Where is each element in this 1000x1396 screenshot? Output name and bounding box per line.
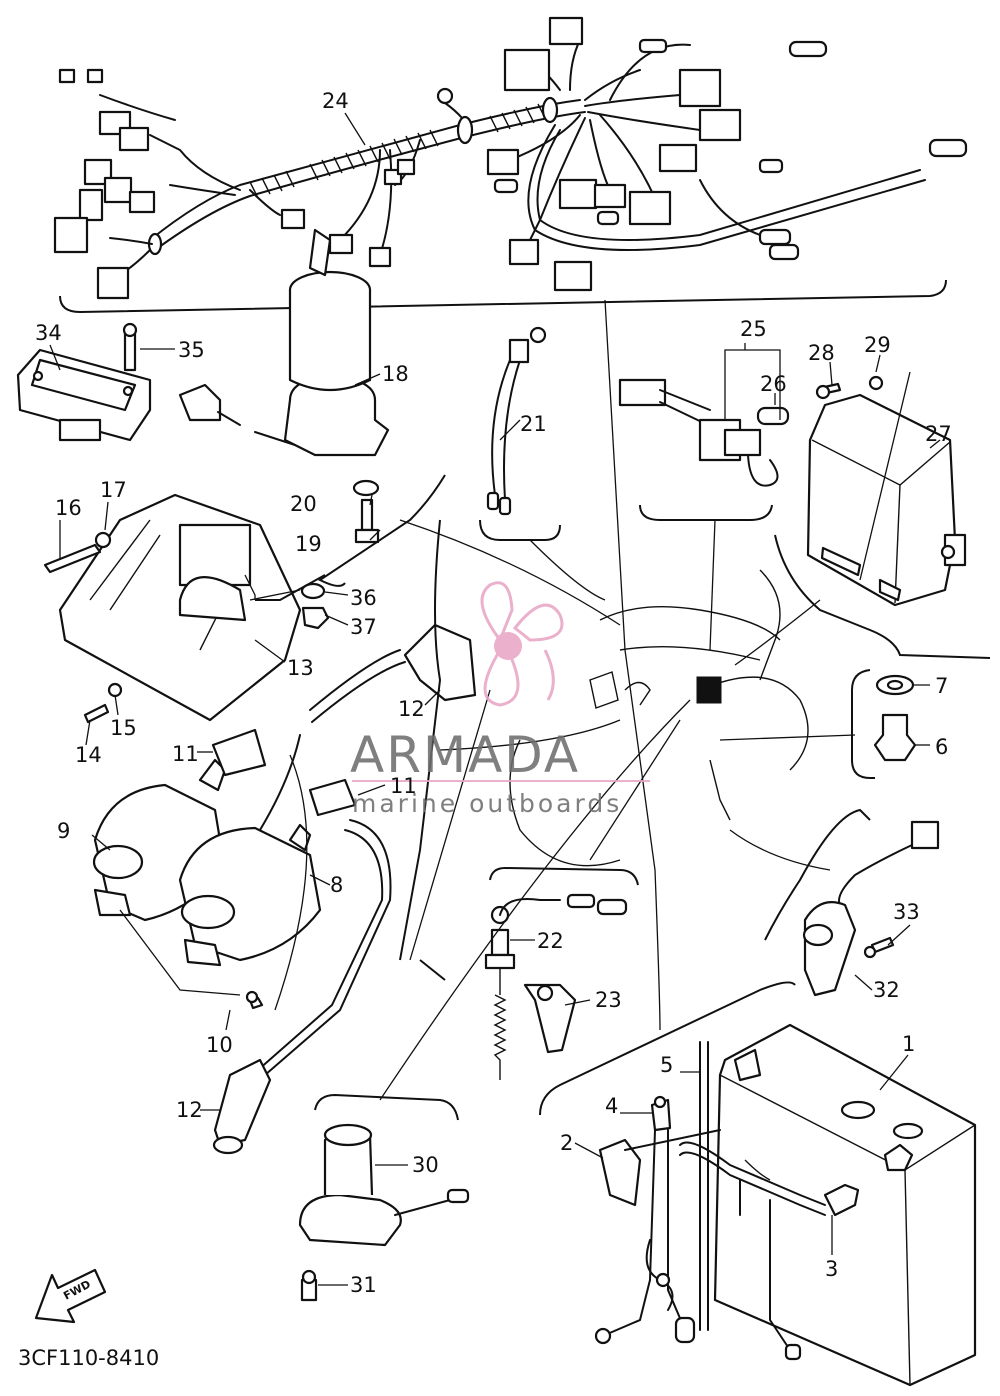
callout-14: 14 [75,743,102,767]
watermark-tagline: marine outboards [352,789,622,818]
ignitor-cover-13 [43,493,330,724]
fuse-holder-25 [618,378,790,521]
callout-1: 1 [902,1032,915,1056]
callout-20: 20 [290,492,317,516]
callout-11-left: 11 [172,742,199,766]
callout-31: 31 [350,1273,377,1297]
callout-18: 18 [382,362,409,386]
callout-3: 3 [825,1257,838,1281]
callout-37: 37 [350,615,377,639]
sender-unit-6 [851,669,917,779]
wire-harness [53,16,968,314]
callout-21: 21 [520,412,547,436]
callout-33: 33 [893,900,920,924]
callout-labels: 24 34 35 18 16 17 20 19 36 37 13 15 14 1… [35,89,952,1297]
armada-logo-icon [480,581,564,707]
callout-29: 29 [864,333,891,357]
callout-35: 35 [178,338,205,362]
junction-block [696,676,722,704]
battery-1 [539,981,977,1387]
callout-26: 26 [760,372,787,396]
callout-24: 24 [322,89,349,113]
watermark-brand: ARMADA [350,726,580,784]
callout-36: 36 [350,586,377,610]
callout-19: 19 [295,532,322,556]
callout-5: 5 [660,1053,673,1077]
brake-switch-22 [484,866,639,1080]
callout-32: 32 [873,978,900,1002]
callout-17: 17 [100,478,127,502]
callout-16: 16 [55,496,82,520]
callout-leaders [49,112,941,1286]
callout-9: 9 [57,819,70,843]
main-switch-18 [178,228,390,544]
horn-relay-32 [764,808,940,997]
callout-25: 25 [740,317,767,341]
starter-relay-30 [298,1093,470,1302]
callout-13: 13 [287,656,314,680]
callout-6: 6 [935,735,948,759]
callout-8: 8 [330,873,343,897]
callout-10: 10 [206,1033,233,1057]
callout-7: 7 [935,674,948,698]
callout-28: 28 [808,341,835,365]
callout-22: 22 [537,929,564,953]
callout-23: 23 [595,988,622,1012]
control-unit-34 [16,322,152,442]
callout-2: 2 [560,1131,573,1155]
callout-11-right: 11 [390,774,417,798]
frame-outline [119,299,856,1181]
callout-30: 30 [412,1153,439,1177]
callout-12-top: 12 [398,697,425,721]
callout-15: 15 [110,716,137,740]
callout-4: 4 [605,1094,618,1118]
cdi-unit-27 [774,371,991,659]
sensor-lead-21 [479,326,561,541]
ignition-coils [92,623,477,1155]
callout-12-bottom: 12 [176,1098,203,1122]
callout-34: 34 [35,321,62,345]
callout-27: 27 [925,422,952,446]
drawing-code: 3CF110-8410 [18,1346,159,1370]
fwd-arrow-icon: FWD [34,1268,107,1324]
armada-watermark: ARMADA marine outboards [350,581,650,818]
